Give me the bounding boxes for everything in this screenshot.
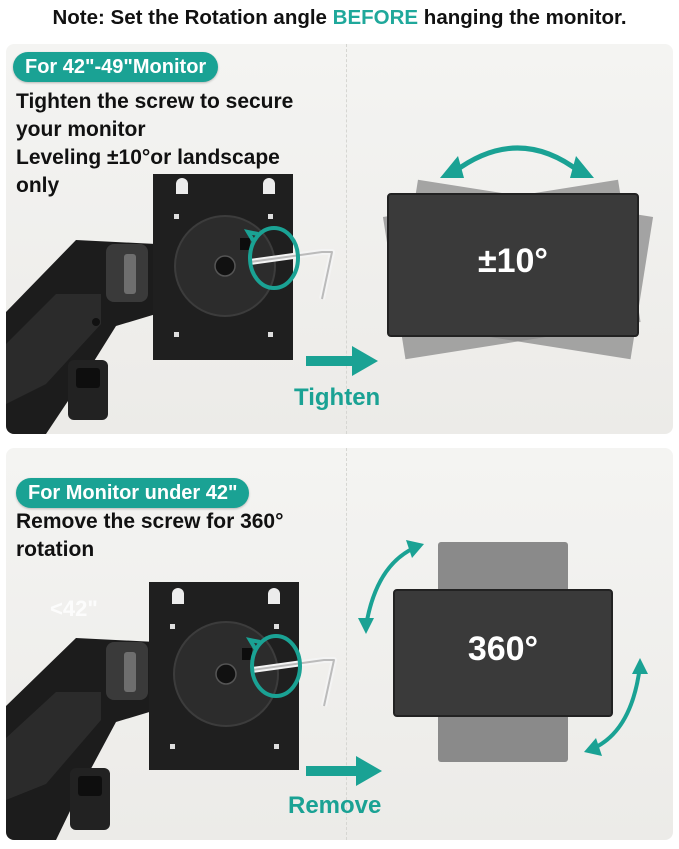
panel-divider — [346, 448, 347, 840]
monitor-icon — [387, 193, 639, 337]
tighten-label: Tighten — [294, 384, 381, 411]
remove-arrow-icon — [306, 756, 382, 786]
monitor-icon — [393, 589, 613, 717]
small-monitor-line-2: rotation — [16, 538, 95, 561]
tighten-arrow-icon — [306, 346, 378, 376]
small-rotation-label: 360° — [467, 630, 539, 668]
remove-rotation-arrow-icon — [245, 634, 302, 698]
full-rotation-arrow-icon — [358, 540, 648, 756]
size-watermark: <42" — [50, 596, 98, 621]
note-highlight: BEFORE — [332, 6, 419, 29]
hex-key-icon — [249, 249, 335, 300]
vesa-plate-icon — [149, 582, 299, 770]
large-monitor-line-3: Leveling ±10°or landscape — [16, 146, 280, 169]
large-monitor-line-2: your monitor — [16, 118, 146, 141]
large-monitor-line-1: Tighten the screw to secure — [16, 90, 294, 113]
note-prefix: Note: Set the Rotation angle — [52, 6, 333, 29]
note-banner: Note: Set the Rotation angle BEFORE hang… — [0, 6, 679, 30]
hex-key-icon — [251, 657, 337, 707]
mount-arm-icon — [6, 240, 156, 434]
small-monitor-illustration — [6, 540, 648, 840]
remove-label: Remove — [288, 792, 382, 819]
panel-divider — [346, 44, 347, 434]
small-monitor-line-1: Remove the screw for 360° — [16, 510, 284, 533]
large-monitor-line-4: only — [16, 174, 60, 197]
level-arrow-icon — [440, 145, 594, 178]
vesa-plate-icon — [153, 174, 293, 360]
tighten-rotation-arrow-icon — [243, 226, 300, 290]
note-suffix: hanging the monitor. — [418, 6, 627, 29]
mount-arm-icon — [6, 638, 156, 840]
small-monitor-panel: For Monitor under 42" Remove the screw f… — [6, 448, 673, 840]
small-monitor-badge: For Monitor under 42" — [16, 478, 250, 508]
large-rotation-label: ±10° — [477, 242, 549, 280]
large-monitor-illustration — [6, 145, 654, 434]
large-monitor-panel: For 42"-49"Monitor Tighten the screw to … — [6, 44, 673, 434]
large-monitor-badge: For 42"-49"Monitor — [13, 52, 219, 82]
